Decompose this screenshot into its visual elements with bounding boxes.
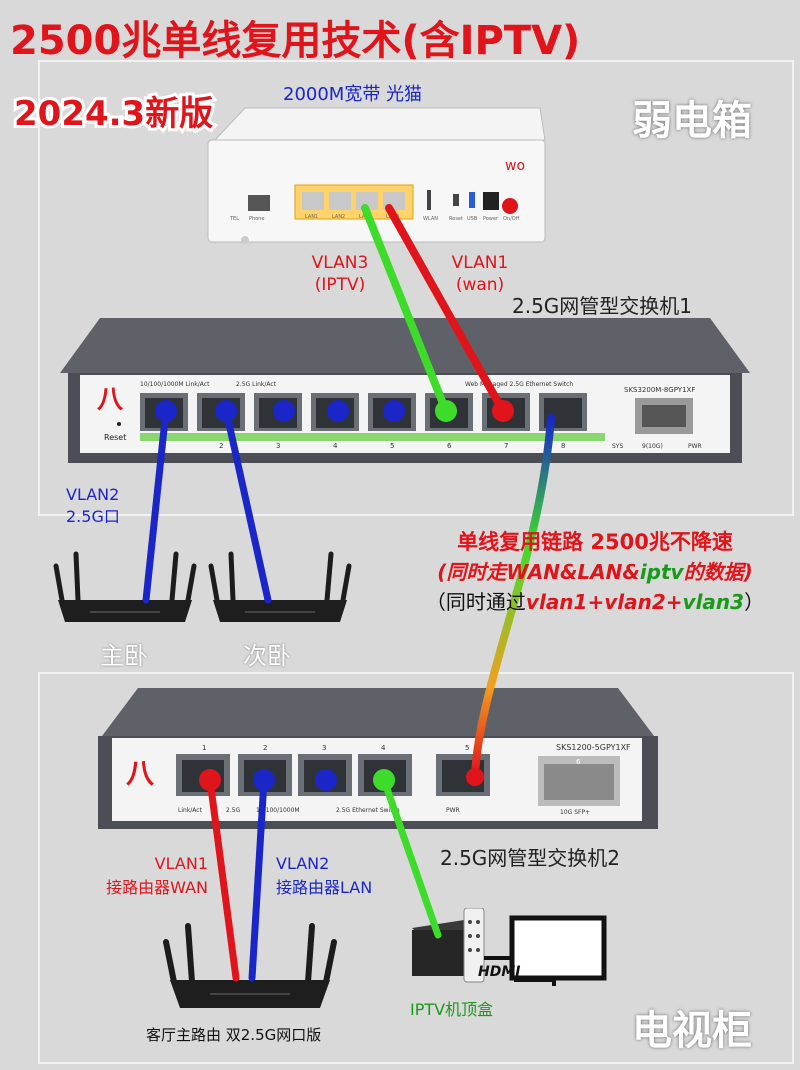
cable-trunk xyxy=(471,414,555,779)
vlan3-label: VLAN3(IPTV) xyxy=(311,253,369,295)
cable-vlan3-iptv xyxy=(361,204,450,415)
svg-text:TEL: TEL xyxy=(229,216,239,222)
iptv-set-top-box xyxy=(412,908,607,986)
svg-text:SKS3200M-8GPY1XF: SKS3200M-8GPY1XF xyxy=(624,386,695,394)
svg-text:2: 2 xyxy=(219,442,223,450)
svg-text:2.5G Ethernet Switch: 2.5G Ethernet Switch xyxy=(336,807,400,814)
svg-text:SKS1200-5GPY1XF: SKS1200-5GPY1XF xyxy=(556,743,631,752)
svg-text:10/100/1000M: 10/100/1000M xyxy=(256,807,300,814)
cable-bottom-vlan2 xyxy=(248,776,268,982)
svg-text:8: 8 xyxy=(561,442,565,450)
trunk-info: 单线复用链路 2500兆不降速 (同时走WAN&LAN&iptv的数据) （同时… xyxy=(395,527,795,617)
svg-text:4: 4 xyxy=(333,442,338,450)
svg-text:USB: USB xyxy=(467,216,478,222)
hdmi-label: HDMI xyxy=(478,964,521,980)
svg-text:5: 5 xyxy=(465,744,469,752)
svg-text:PWR: PWR xyxy=(446,807,460,814)
cable-bottom-vlan1 xyxy=(206,776,240,982)
svg-text:Web Managed 2.5G Ethernet Swit: Web Managed 2.5G Ethernet Switch xyxy=(465,381,573,388)
trunk-info-line1: 单线复用链路 2500兆不降速 xyxy=(457,530,733,554)
tv-cabinet-zone xyxy=(38,672,794,1064)
router-living-room xyxy=(163,923,337,1008)
svg-text:PWR: PWR xyxy=(688,443,702,450)
svg-text:3: 3 xyxy=(276,442,280,450)
router-second-bedroom xyxy=(208,551,352,622)
svg-text:7: 7 xyxy=(504,442,508,450)
svg-text:9(10G): 9(10G) xyxy=(642,443,663,450)
svg-text:1: 1 xyxy=(202,744,206,752)
version-badge: 2024.3新版 xyxy=(11,91,216,137)
svg-text:Power: Power xyxy=(483,216,499,222)
modem-caption: 2000M宽带 光猫 xyxy=(283,84,423,105)
svg-text:SYS: SYS xyxy=(612,443,623,450)
zone-label-weak-box: 弱电箱 xyxy=(632,98,752,144)
cable-vlan2-master xyxy=(142,406,170,604)
trunk-info-line2: (同时走WAN&LAN&iptv的数据) xyxy=(437,560,753,584)
svg-text:LAN2: LAN2 xyxy=(332,214,345,220)
room-label-second: 次卧 xyxy=(243,642,291,670)
svg-text:wo: wo xyxy=(505,158,525,174)
weak-box-zone xyxy=(38,60,794,516)
modem-phone-port xyxy=(248,195,270,211)
svg-text:2: 2 xyxy=(263,744,267,752)
svg-text:4: 4 xyxy=(381,744,386,752)
cable-bottom-iptv xyxy=(380,776,442,939)
svg-text:Link/Act: Link/Act xyxy=(178,807,203,814)
svg-text:Phone: Phone xyxy=(249,216,265,222)
svg-text:10G SFP+: 10G SFP+ xyxy=(560,809,590,816)
cable-vlan1-wan xyxy=(385,204,507,415)
vlan1-label: VLAN1(wan) xyxy=(451,253,509,295)
svg-text:6: 6 xyxy=(576,758,581,766)
switch1-caption: 2.5G网管型交换机1 xyxy=(512,294,693,318)
cable-vlan2-second xyxy=(222,406,272,604)
svg-text:2.5G: 2.5G xyxy=(226,807,241,814)
optical-modem: wo TEL Phone LAN1 LAN2 LAN3 LAN4 WLAN Re… xyxy=(207,107,546,244)
svg-text:3: 3 xyxy=(322,744,326,752)
router-master-bedroom xyxy=(53,551,197,622)
svg-text:5: 5 xyxy=(390,442,394,450)
svg-text:八: 八 xyxy=(97,385,124,415)
page-title: 2500兆单线复用技术(含IPTV) xyxy=(10,18,581,64)
svg-text:LAN1: LAN1 xyxy=(305,214,318,220)
svg-text:6: 6 xyxy=(447,442,452,450)
svg-text:八: 八 xyxy=(126,757,155,790)
room-label-master: 主卧 xyxy=(100,642,148,670)
svg-text:On/Off: On/Off xyxy=(503,216,520,222)
svg-text:10/100/1000M Link/Act: 10/100/1000M Link/Act xyxy=(140,381,210,388)
zone-label-tv-cabinet: 电视柜 xyxy=(632,1008,752,1054)
svg-text:WLAN: WLAN xyxy=(423,216,438,222)
living-router-caption: 客厅主路由 双2.5G网口版 xyxy=(146,1026,322,1044)
svg-text:2.5G Link/Act: 2.5G Link/Act xyxy=(236,381,277,388)
svg-text:Reset: Reset xyxy=(449,216,463,222)
stb-caption: IPTV机顶盒 xyxy=(410,1000,494,1019)
switch2-caption: 2.5G网管型交换机2 xyxy=(440,846,621,870)
svg-text:Reset: Reset xyxy=(104,433,126,442)
trunk-info-line3: （同时通过vlan1+vlan2+vlan3） xyxy=(425,590,765,614)
